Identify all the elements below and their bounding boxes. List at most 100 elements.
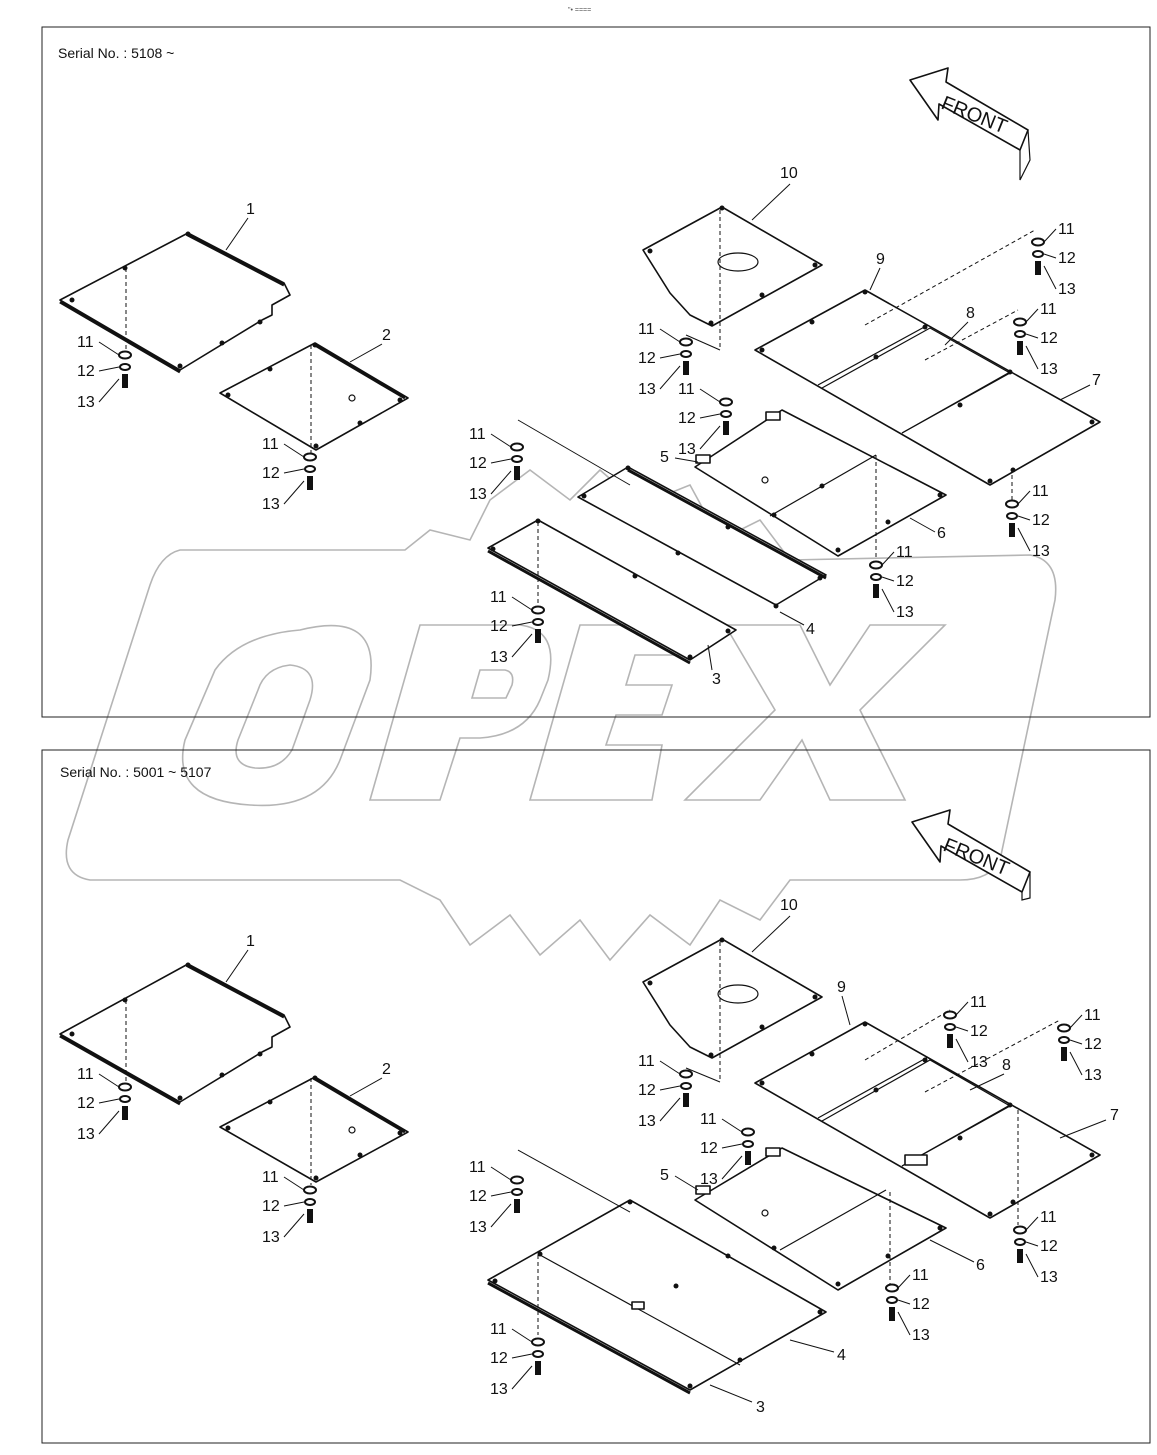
bolt (683, 1093, 689, 1107)
callout-12: 12 (469, 455, 487, 472)
callout-2: 2 (382, 1061, 391, 1078)
bolt (683, 361, 689, 375)
callout-12: 12 (700, 1140, 718, 1157)
callout-13: 13 (469, 1219, 487, 1236)
callout-12: 12 (1084, 1036, 1102, 1053)
callout-11: 11 (469, 1159, 486, 1176)
lock-washer (532, 618, 544, 626)
washer (118, 350, 132, 360)
leader-line (721, 1155, 743, 1180)
callout-7: 7 (1092, 372, 1101, 389)
part-1-floor-plate (59, 231, 291, 374)
callout-12: 12 (912, 1296, 930, 1313)
leader-line (1025, 1241, 1039, 1247)
callout-11: 11 (912, 1267, 929, 1284)
panel-frame (41, 26, 1151, 718)
callout-13: 13 (970, 1054, 988, 1071)
lock-washer (511, 1188, 523, 1196)
lock-washer (1014, 330, 1026, 338)
bolt (873, 584, 879, 598)
callout-13: 13 (896, 604, 914, 621)
lock-washer (532, 1350, 544, 1358)
bolt (535, 629, 541, 643)
leader-line (511, 621, 533, 627)
bolt (122, 1106, 128, 1120)
callout-5: 5 (660, 449, 669, 466)
leader-line (490, 433, 512, 448)
callout-12: 12 (1040, 330, 1058, 347)
washer (679, 1069, 693, 1079)
bolt (745, 1151, 751, 1165)
bolt (1017, 1249, 1023, 1263)
leader-line (490, 1203, 512, 1228)
leader-line (955, 1038, 969, 1063)
leader-line (511, 1365, 533, 1390)
leader-line (98, 341, 120, 356)
lock-washer (680, 350, 692, 358)
bolt (514, 1199, 520, 1213)
callout-8: 8 (966, 305, 975, 322)
callout-1: 1 (246, 201, 255, 218)
leader-line (490, 1191, 512, 1197)
callout-11: 11 (77, 334, 94, 351)
leader-line (1043, 265, 1057, 290)
callout-13: 13 (77, 1126, 95, 1143)
callout-12: 12 (678, 410, 696, 427)
leader-line (659, 1060, 681, 1075)
callout-6: 6 (937, 525, 946, 542)
washer (1057, 1023, 1071, 1033)
bolt (1061, 1047, 1067, 1061)
bolt (723, 421, 729, 435)
leader-line (490, 1166, 512, 1181)
lock-washer (119, 1095, 131, 1103)
callouts: 1 2 3 4 5 6 7 8 9 10 (225, 165, 1101, 688)
callout-4: 4 (806, 621, 815, 638)
leader-line (490, 470, 512, 495)
callout-11: 11 (638, 1053, 655, 1070)
washer (1013, 317, 1027, 327)
leader-line (1017, 527, 1031, 552)
bolt (514, 466, 520, 480)
leader-line (283, 443, 305, 458)
leader-line (1025, 1216, 1039, 1231)
bolt (1017, 341, 1023, 355)
lock-washer (304, 1198, 316, 1206)
leader-line (98, 1110, 120, 1135)
leader-line (283, 480, 305, 505)
washer (1005, 499, 1019, 509)
washer (869, 560, 883, 570)
callout-1: 1 (246, 933, 255, 950)
fastener-stack: 11 12 13 (469, 1159, 524, 1236)
washer (1031, 237, 1045, 247)
callout-12: 12 (262, 1198, 280, 1215)
washer (885, 1283, 899, 1293)
callout-11: 11 (1084, 1007, 1101, 1024)
part-1-floor-plate (59, 962, 291, 1106)
leader-line (1069, 1051, 1083, 1076)
part-7-8-9-floor-assembly (754, 1021, 1101, 1219)
leader-line (699, 388, 721, 403)
leader-line (283, 1201, 305, 1207)
part-3-4-cover (487, 1199, 827, 1395)
leader-line (511, 633, 533, 658)
callout-13: 13 (638, 381, 656, 398)
leader-line (98, 1073, 120, 1088)
callout-13: 13 (1040, 1269, 1058, 1286)
front-arrow: FRONT (909, 67, 1031, 181)
washer (679, 337, 693, 347)
callout-12: 12 (490, 1350, 508, 1367)
lock-washer (944, 1023, 956, 1031)
leader-line (881, 551, 895, 566)
callout-12: 12 (469, 1188, 487, 1205)
washer (1013, 1225, 1027, 1235)
